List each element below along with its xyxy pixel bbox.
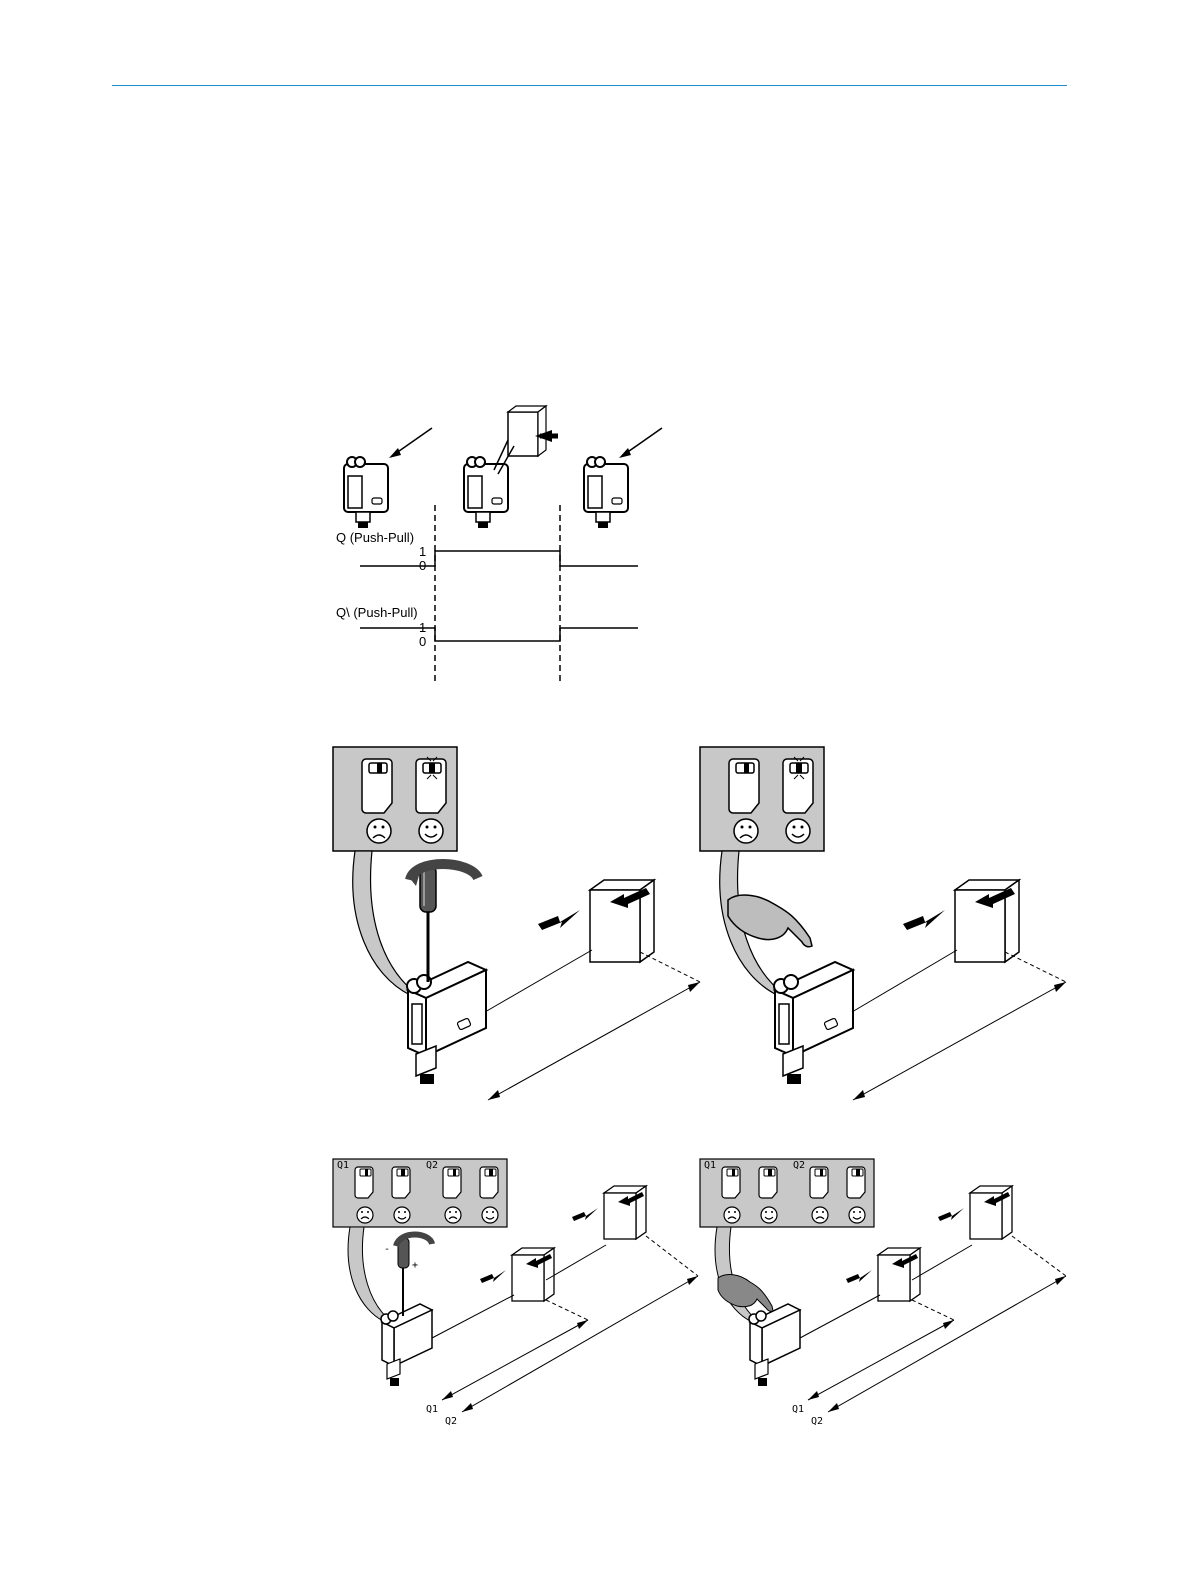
teach-in-potentiometer-illustration	[333, 747, 700, 1100]
panel-q1-label: Q1	[704, 1160, 716, 1171]
dual-output-potentiometer-illustration: Q1 Q2 - + Q1 Q2	[333, 1159, 698, 1427]
panel-q2-label: Q2	[793, 1160, 805, 1171]
indicator-panel	[333, 747, 457, 851]
minus-sign: -	[384, 1244, 390, 1255]
distance-q2-label: Q2	[445, 1416, 457, 1427]
indicator-panel	[700, 747, 824, 851]
dual-indicator-panel	[700, 1159, 874, 1227]
plus-sign: +	[412, 1260, 418, 1271]
panel-q1-label: Q1	[337, 1160, 349, 1171]
dual-output-button-illustration: Q1 Q2 Q1 Q2	[700, 1159, 1066, 1427]
distance-q1-label: Q1	[792, 1404, 804, 1415]
distance-q2-label: Q2	[811, 1416, 823, 1427]
panel-q2-label: Q2	[426, 1160, 438, 1171]
dual-indicator-panel	[333, 1159, 507, 1227]
distance-q1-label: Q1	[426, 1404, 438, 1415]
teach-in-button-illustration	[700, 747, 1066, 1100]
